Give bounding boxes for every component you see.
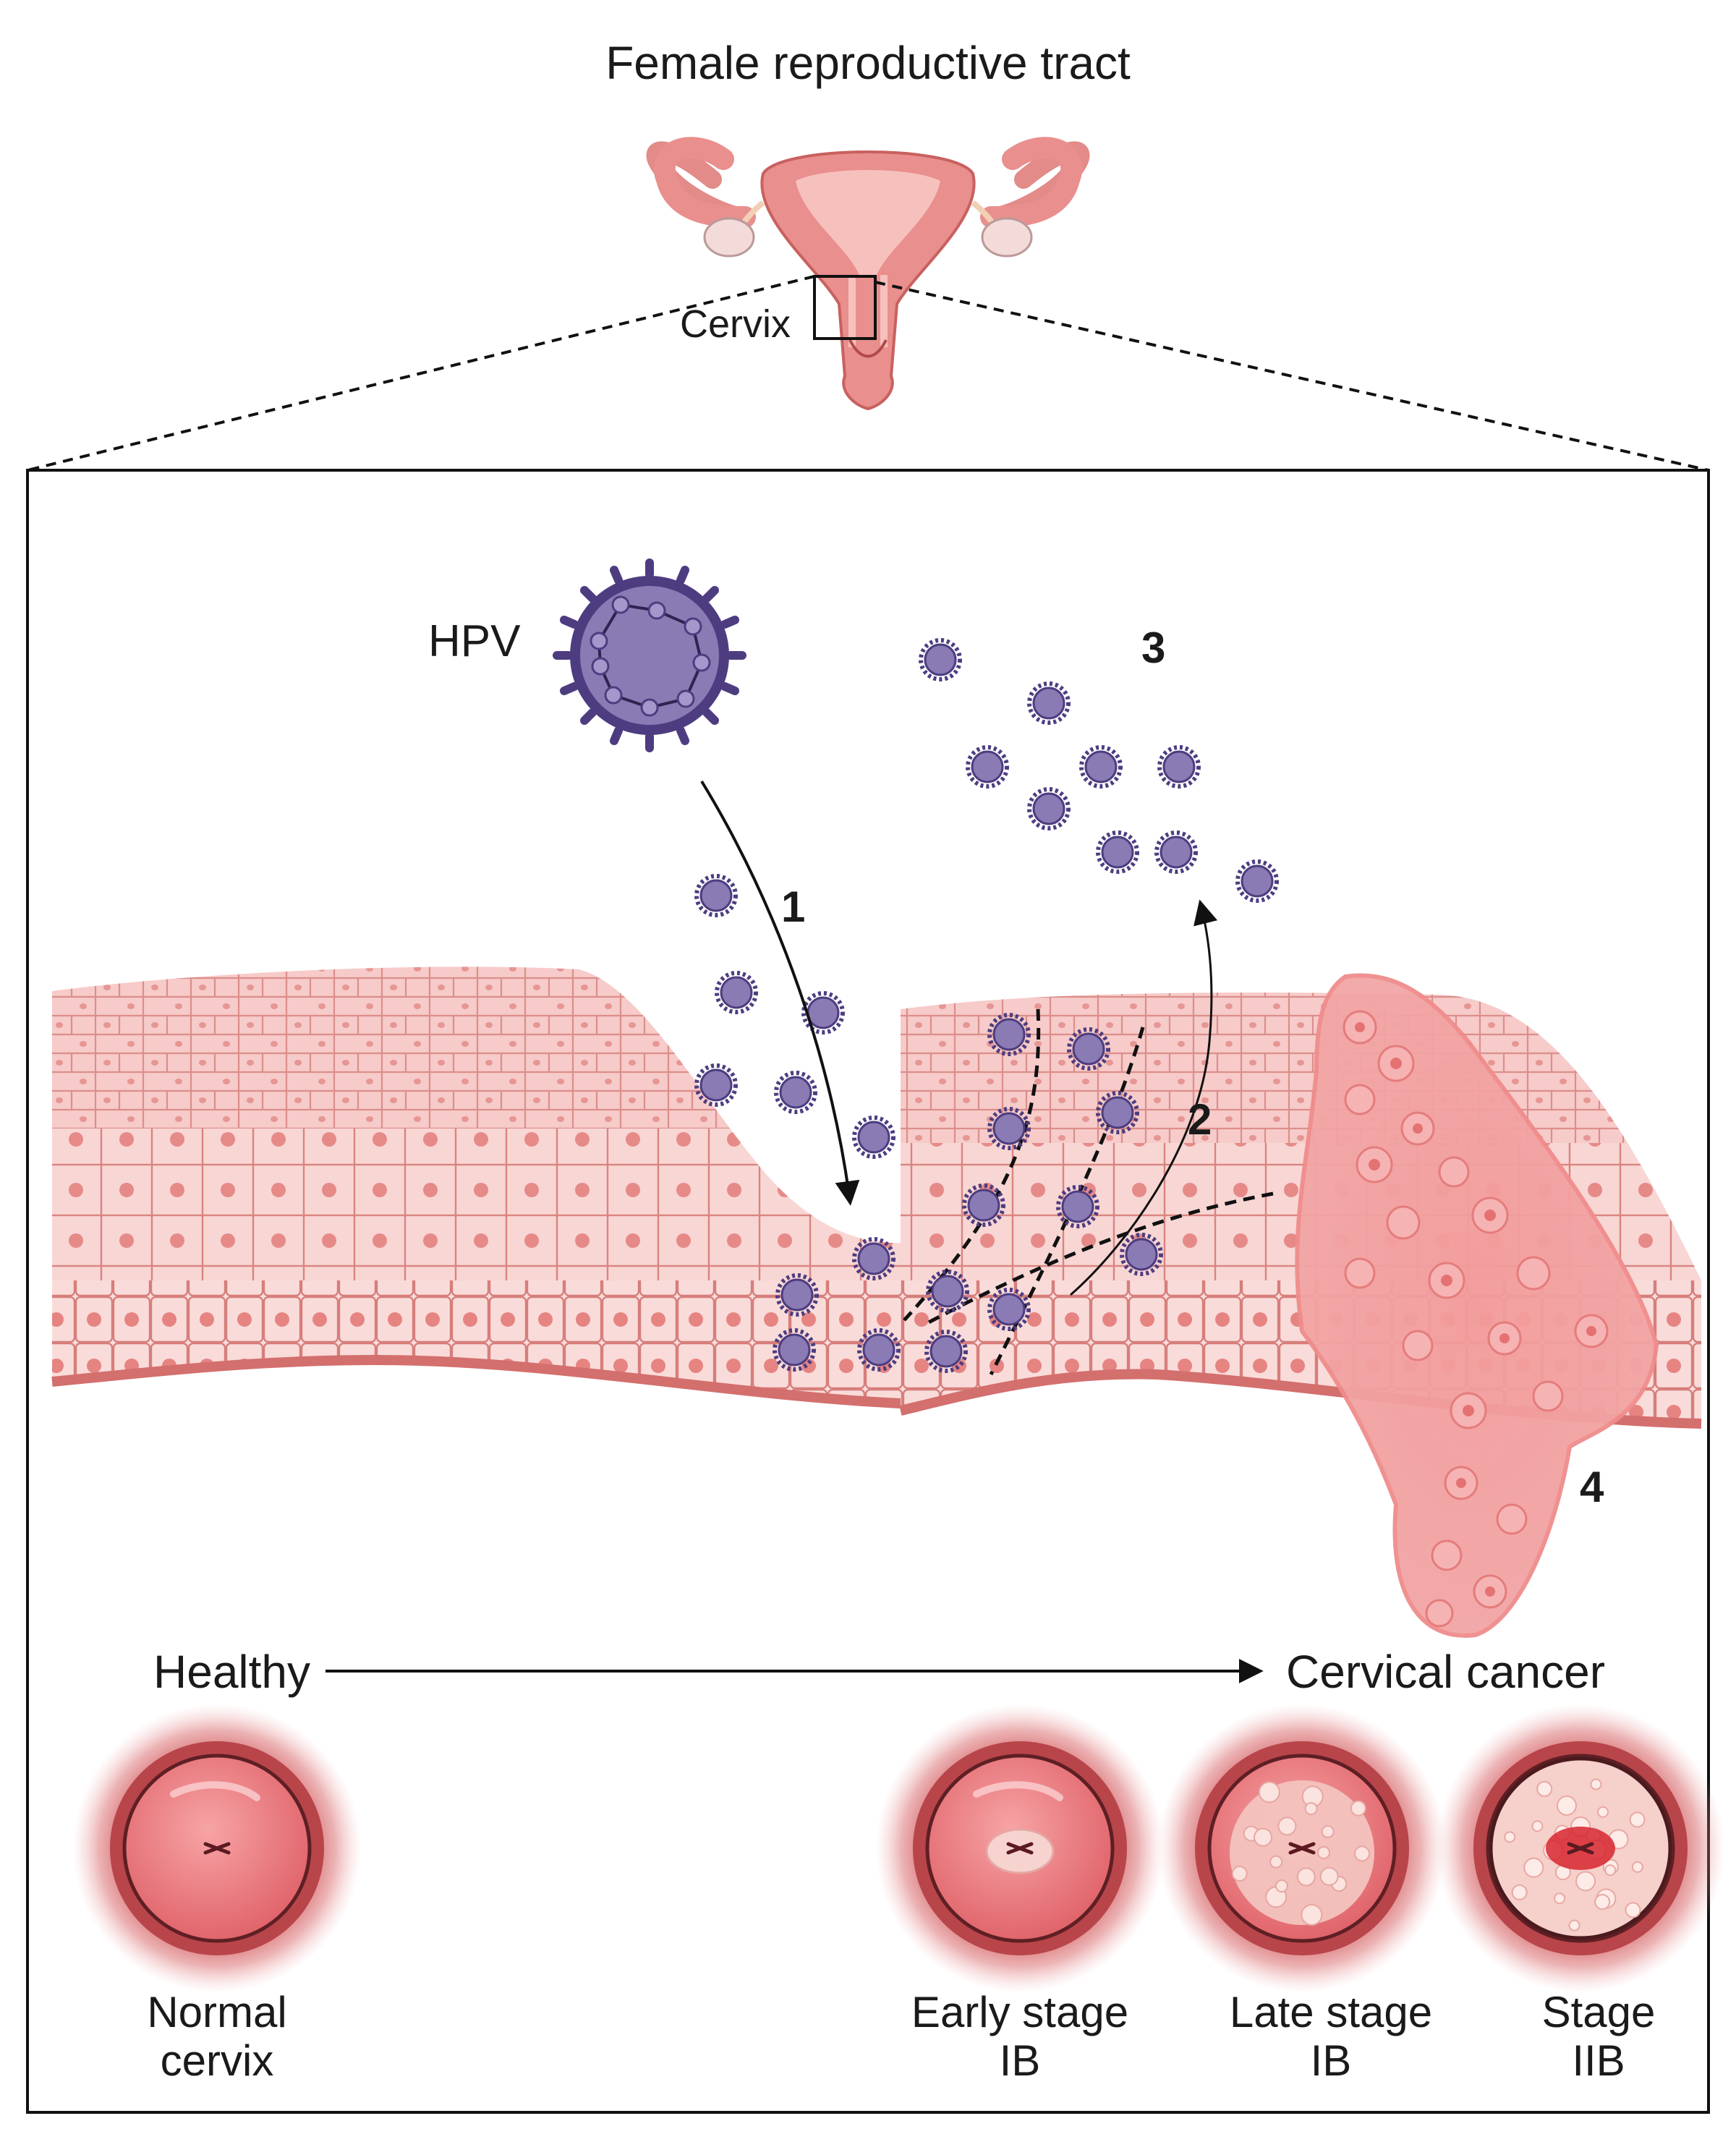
cervix-views [72, 1704, 1725, 1993]
hpv-virion-large [553, 558, 746, 752]
step-4-label: 4 [1580, 1463, 1604, 1511]
hpv-particle [775, 1273, 819, 1317]
tumor-mass [1295, 973, 1659, 1638]
hpv-particle [1079, 745, 1123, 789]
cervix-stage-iib [1436, 1704, 1725, 1993]
step-2-label: 2 [1188, 1095, 1212, 1144]
hpv-particle [1027, 787, 1071, 830]
hpv-particle [919, 638, 962, 681]
zoom-line-right [875, 281, 1709, 472]
hpv-particle [694, 874, 738, 917]
hpv-particle [1154, 830, 1198, 874]
hpv-particle [1027, 681, 1071, 725]
hpv-particle [1235, 859, 1279, 903]
hpv-particle [773, 1328, 816, 1372]
hpv-particle [857, 1328, 901, 1372]
cervix-normal [72, 1704, 362, 1993]
step-3-label: 3 [1141, 624, 1166, 672]
uterus-illustration [646, 137, 1090, 411]
cervix-label: Cervix [680, 302, 791, 346]
hpv-particle [926, 1270, 969, 1313]
hpv-particle [801, 991, 845, 1034]
hpv-particle [987, 1107, 1031, 1150]
step-1-label: 1 [781, 883, 806, 931]
arrow-entry [700, 780, 860, 1206]
hpv-particle [852, 1237, 895, 1280]
hpv-particle [1067, 1027, 1110, 1071]
hpv-particle [966, 745, 1009, 789]
hpv-label: HPV [428, 616, 521, 666]
hpv-particle [1120, 1233, 1163, 1276]
detail-frame [26, 469, 1710, 2114]
zoom-line-left [27, 275, 815, 472]
hpv-particle [1056, 1185, 1099, 1228]
hpv-particle [852, 1115, 895, 1159]
hpv-particle [1157, 745, 1201, 789]
cervix-early-ib [875, 1704, 1165, 1993]
hpv-particle [1096, 830, 1139, 874]
hpv-particle [715, 971, 758, 1014]
arrow-release [1070, 899, 1218, 1296]
hpv-particle [1096, 1091, 1139, 1134]
cervical-cancer-label: Cervical cancer [1286, 1646, 1606, 1698]
hpv-particle [987, 1013, 1031, 1056]
figure-title: Female reproductive tract [605, 37, 1131, 89]
hpv-particles [694, 638, 1279, 1373]
healthy-label: Healthy [153, 1646, 310, 1698]
hpv-particle [774, 1071, 817, 1114]
hpv-particle [962, 1183, 1005, 1227]
hpv-particle [987, 1288, 1031, 1331]
cervix-highlight-box [813, 275, 877, 340]
cervix-late-ib [1157, 1704, 1447, 1993]
hpv-particle [924, 1330, 968, 1373]
hpv-particle [694, 1063, 738, 1107]
